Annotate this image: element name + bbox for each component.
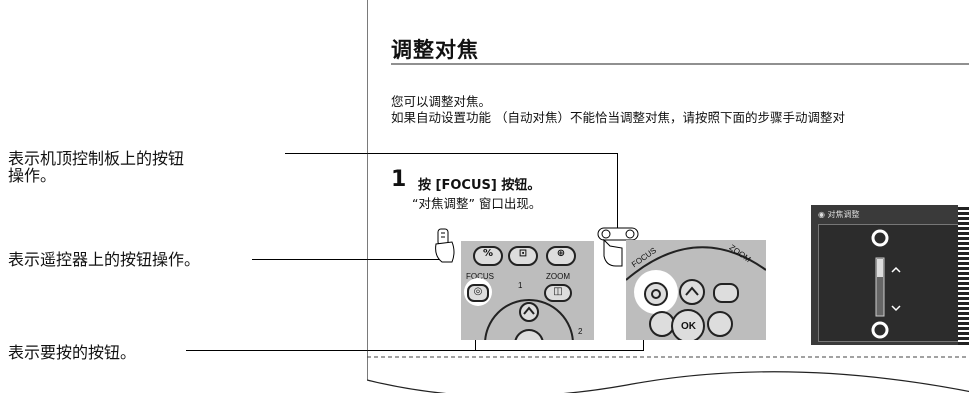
remote-num-1: 1: [518, 281, 523, 290]
annotation-remote: 表示遥控器上的按钮操作。: [8, 250, 201, 269]
remote-button-auto: ⊕: [546, 246, 576, 266]
focus-window-body: [818, 224, 969, 342]
intro-line-2: 如果自动设置功能 （自动对焦）不能恰当调整对焦，请按照下面的步骤手动调整对: [391, 110, 845, 125]
remote-num-2: 2: [578, 327, 583, 336]
focus-window-title-icon: ◉: [818, 210, 828, 219]
annotation-control-panel-line1: 表示机顶控制板上的按钮: [8, 149, 185, 168]
remote-focus-button: ◎: [467, 284, 489, 302]
control-panel-buttons: [626, 246, 766, 340]
step-result: “对焦调整” 窗口出现。: [412, 196, 542, 211]
remote-hand-icon: [435, 228, 455, 263]
control-panel-hand-icon: [597, 227, 639, 267]
leader-line-control-panel: [285, 153, 617, 154]
remote-zoom-button: ◫: [544, 284, 572, 302]
intro-line-1: 您可以调整对焦。: [391, 94, 492, 109]
page-title: 调整对焦: [391, 38, 479, 62]
annotation-control-panel-line2: 操作。: [8, 166, 57, 185]
focus-window-controls: [871, 229, 901, 339]
remote-dpad: [484, 299, 574, 340]
panel-ok-label: OK: [681, 321, 696, 332]
focus-window-title: ◉ 对焦调整: [818, 209, 968, 221]
step-number: 1: [391, 167, 407, 192]
focus-window-scale: [958, 205, 969, 345]
leader-line-press: [186, 350, 644, 351]
focus-window-title-text: 对焦调整: [827, 210, 860, 219]
leader-line-control-panel-drop: [617, 153, 618, 233]
leader-line-remote: [252, 259, 442, 260]
annotation-press-button: 表示要按的按钮。: [8, 343, 137, 362]
annotation-control-panel: 表示机顶控制板上的按钮 操作。: [8, 150, 184, 184]
remote-button-aspect: %: [473, 246, 503, 266]
step-label: 按 [FOCUS] 按钮。: [418, 178, 541, 193]
remote-focus-label: FOCUS: [466, 272, 494, 281]
remote-button-source: ⊡: [508, 246, 538, 266]
remote-zoom-label: ZOOM: [546, 272, 570, 281]
